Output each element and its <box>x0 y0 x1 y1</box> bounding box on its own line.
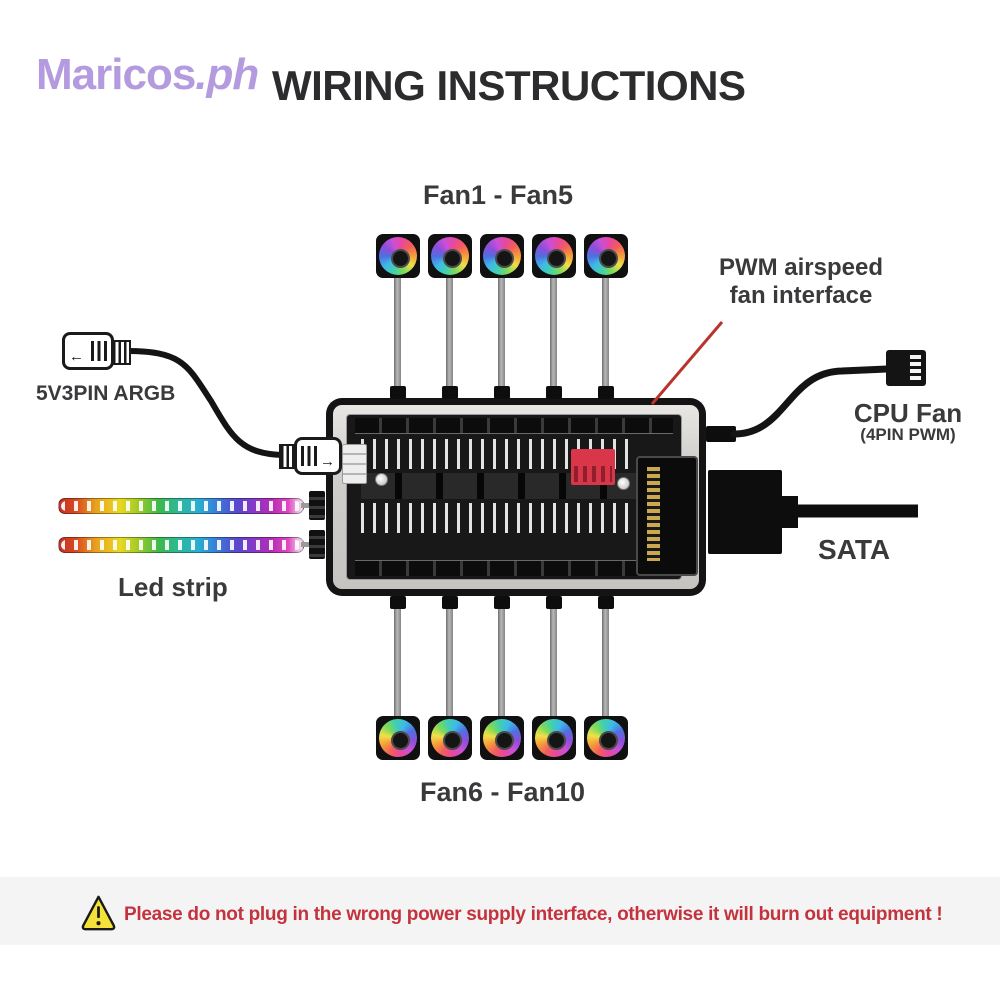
fan-cable <box>394 276 401 404</box>
argb-label: 5V3PIN ARGB <box>36 382 176 405</box>
gold-pins <box>647 467 660 561</box>
sata-label: SATA <box>818 534 891 565</box>
fan-group-top-label: Fan1 - Fan5 <box>422 180 574 210</box>
hub-port <box>546 596 562 609</box>
hub-port <box>598 386 614 399</box>
dip-switch-block <box>571 449 615 485</box>
rgb-fan-10 <box>580 712 632 764</box>
brand-name: Maricos <box>36 50 196 99</box>
connector-pin <box>910 355 921 359</box>
fan-cable <box>498 596 505 718</box>
hub-pin-row <box>361 503 637 533</box>
fan-cable <box>394 596 401 718</box>
hub-port <box>390 386 406 399</box>
connector-pin <box>910 362 921 366</box>
pwm-callout-line2: fan interface <box>729 282 873 310</box>
warning-band <box>0 877 1000 945</box>
sata-power-connector-icon <box>708 470 782 554</box>
sata-connector-notch <box>780 496 798 528</box>
fan-cable <box>602 596 609 718</box>
rgb-fan-6 <box>372 712 424 764</box>
fan-hub <box>598 730 618 750</box>
warning-triangle-icon <box>81 895 116 931</box>
fan-hub <box>390 730 410 750</box>
rgb-fan-2 <box>428 234 472 278</box>
pwm-annotation-line <box>650 321 724 405</box>
hub-port <box>598 596 614 609</box>
led-stub <box>301 503 311 508</box>
led-strip-label: Led strip <box>118 572 228 602</box>
argb-hub-plug-icon: → <box>294 437 342 475</box>
fan-cable <box>446 596 453 718</box>
hub-sata-edge-connector <box>636 456 698 576</box>
fan-cable <box>550 276 557 404</box>
fan-cable <box>550 596 557 718</box>
led-connector <box>309 530 325 559</box>
screw-icon <box>375 473 388 486</box>
brand-suffix: .ph <box>195 50 259 99</box>
pwm-callout-line1: PWM airspeed <box>718 254 884 281</box>
hub-pcb <box>346 414 682 580</box>
warning-text: Please do not plug in the wrong power su… <box>124 904 943 925</box>
hub-port <box>442 596 458 609</box>
fan-hub <box>546 730 566 750</box>
arrow-right-icon: → <box>320 453 335 470</box>
fan-cable <box>446 276 453 404</box>
hub-port <box>390 596 406 609</box>
rgb-fan-8 <box>476 712 528 764</box>
connector-pin <box>910 376 921 380</box>
hub-port <box>442 386 458 399</box>
fan-cable <box>602 276 609 404</box>
dip-slots <box>574 466 612 482</box>
fan-hub <box>494 248 514 268</box>
fan-hub <box>442 730 462 750</box>
led-dots <box>61 540 301 550</box>
connector-pin <box>910 369 921 373</box>
argb-plug-neck <box>111 340 131 365</box>
fan-hub <box>494 730 514 750</box>
cpu-fan-connector-icon <box>886 350 926 386</box>
argb-plug-icon: ← <box>62 332 114 370</box>
cpu-fan-label: CPU Fan (4PIN PWM) <box>838 400 978 443</box>
plug-ridges <box>91 341 107 361</box>
fan-cable <box>498 276 505 404</box>
rgb-fan-1 <box>376 234 420 278</box>
fan-group-bottom-label: Fan6 - Fan10 <box>419 777 586 807</box>
rgb-fan-7 <box>424 712 476 764</box>
hub-header-row-top <box>355 418 673 434</box>
hub-argb-header <box>342 444 367 484</box>
rgb-fan-9 <box>528 712 580 764</box>
page-title: WIRING INSTRUCTIONS <box>272 62 746 109</box>
fan-hub <box>546 248 566 268</box>
hub-port <box>546 386 562 399</box>
led-strip-2 <box>58 537 304 553</box>
cpu-cable-plug <box>706 426 736 442</box>
brand-logo: Maricos.ph <box>36 50 259 100</box>
rgb-fan-4 <box>532 234 576 278</box>
fan-hub-board <box>326 398 706 596</box>
pwm-callout-label: PWM airspeed fan interface <box>695 254 907 311</box>
hub-port <box>494 596 510 609</box>
led-connector <box>309 491 325 520</box>
arrow-left-icon: ← <box>69 348 84 365</box>
fan-hub <box>598 248 618 268</box>
hub-port <box>494 386 510 399</box>
fan-hub <box>442 248 462 268</box>
rgb-fan-3 <box>480 234 524 278</box>
rgb-fan-5 <box>584 234 628 278</box>
screw-icon <box>617 477 630 490</box>
led-strip-1 <box>58 498 304 514</box>
cpu-fan-title: CPU Fan <box>853 398 963 428</box>
cpu-fan-sublabel: (4PIN PWM) <box>860 425 956 444</box>
led-stub <box>301 542 311 547</box>
fan-hub <box>390 248 410 268</box>
hub-header-row-bottom <box>355 560 673 576</box>
led-dots <box>61 501 301 511</box>
plug-ridges <box>301 446 317 466</box>
